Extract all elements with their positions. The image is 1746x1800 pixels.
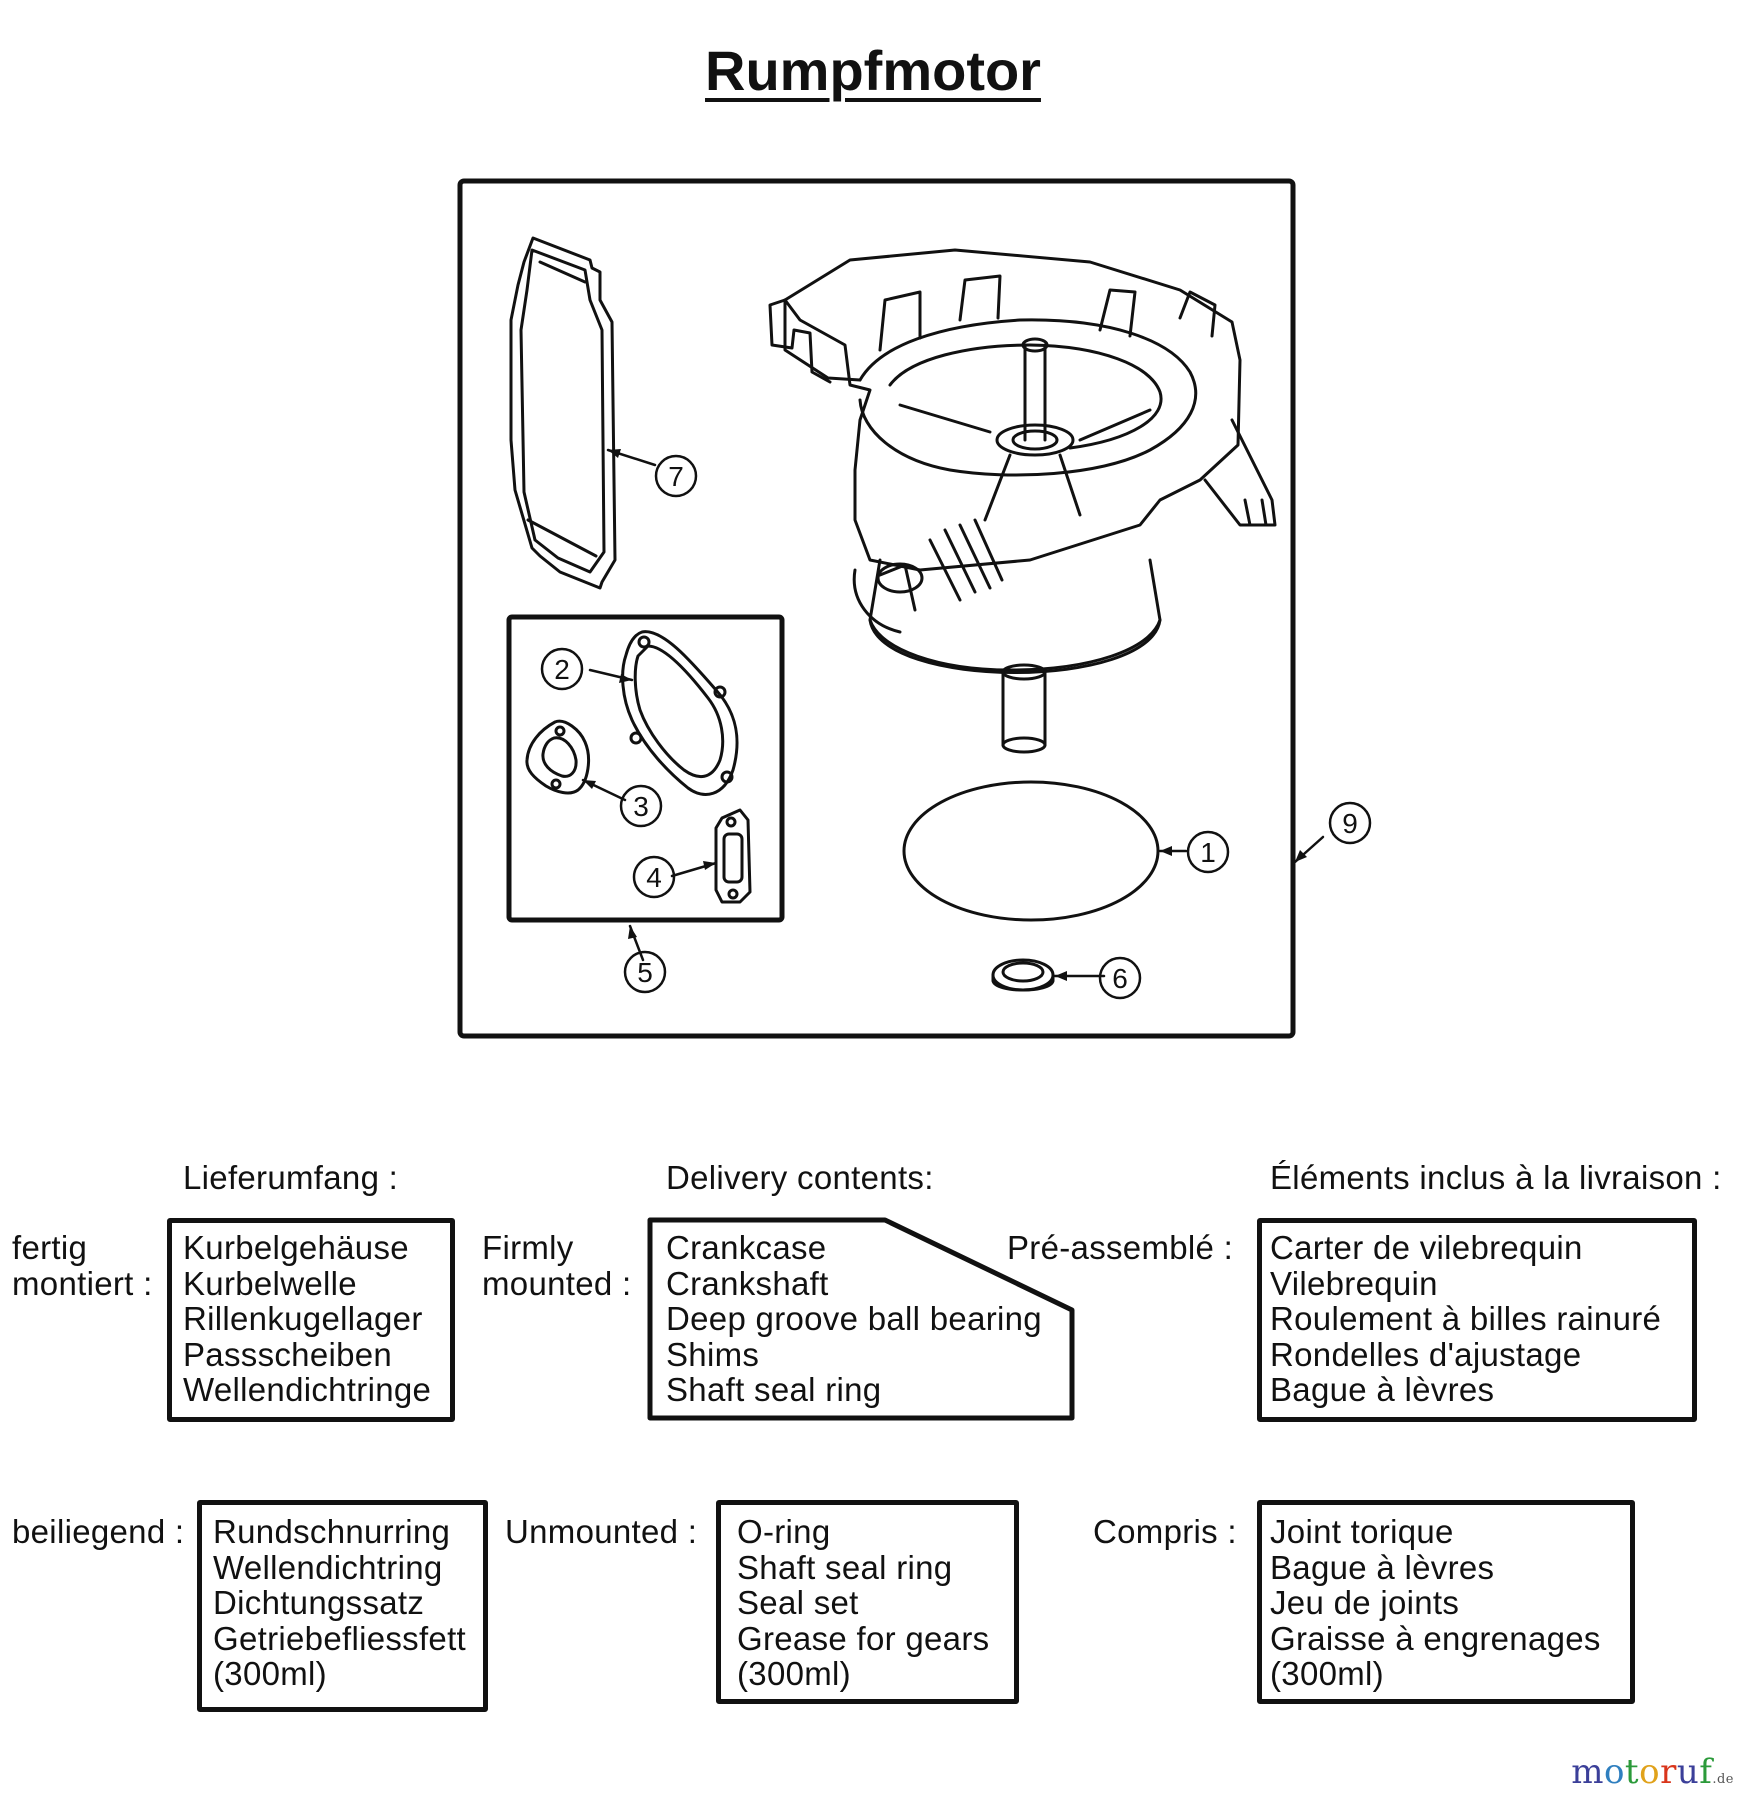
callout-circles: [540, 454, 1372, 1000]
list-item: Rundschnurring: [213, 1513, 451, 1550]
gasket-set-frame: [506, 614, 785, 923]
de-mounted-label: fertig montiert :: [12, 1229, 153, 1302]
en-mounted-list: Crankcase Crankshaft Deep groove ball be…: [666, 1230, 1042, 1408]
callout-1: 1: [1200, 837, 1216, 868]
list-item: Passscheiben: [183, 1335, 393, 1373]
leader-lines: [581, 448, 1325, 978]
fr-mounted-list: Carter de vilebrequin Vilebrequin Roulem…: [1270, 1230, 1661, 1408]
header-de: Lieferumfang :: [183, 1159, 399, 1196]
list-item: Wellendichtring: [213, 1548, 443, 1586]
fr-unmounted-list: Joint torique Bague à lèvres Jeu de join…: [1270, 1514, 1601, 1692]
list-item: Wellendichtringe: [183, 1371, 432, 1408]
list-item: Roulement à billes rainuré: [1270, 1300, 1662, 1337]
shield-part-7: [509, 236, 617, 590]
list-item: (300ml): [213, 1655, 327, 1692]
list-item: Dichtungssatz: [213, 1584, 425, 1621]
list-item: (300ml): [737, 1655, 851, 1692]
list-item: Grease for gears: [737, 1619, 990, 1657]
list-item: Shaft seal ring: [666, 1371, 882, 1408]
list-item: Crankcase: [666, 1229, 827, 1266]
callout-2: 2: [554, 654, 570, 685]
seal-ring-part-6: [991, 958, 1055, 992]
brand-logo: motoruf.de: [1571, 1752, 1734, 1792]
list-item: Kurbelgehäuse: [183, 1229, 409, 1266]
gasket-part-2: [621, 630, 739, 796]
page-title: Rumpfmotor: [705, 39, 1041, 102]
crankcase-part-9: [768, 248, 1277, 754]
callout-7: 7: [668, 461, 684, 492]
de-unmounted-list: Rundschnurring Wellendichtring Dichtungs…: [213, 1514, 466, 1692]
list-item: O-ring: [737, 1513, 831, 1550]
callout-4: 4: [646, 862, 662, 893]
header-en: Delivery contents:: [666, 1159, 934, 1196]
list-item: Rillenkugellager: [183, 1300, 423, 1337]
list-item: Vilebrequin: [1270, 1264, 1438, 1302]
en-unmounted-label: Unmounted :: [505, 1513, 698, 1550]
de-mounted-list: Kurbelgehäuse Kurbelwelle Rillenkugellag…: [183, 1230, 431, 1408]
callout-3: 3: [633, 791, 649, 822]
en-unmounted-list: O-ring Shaft seal ring Seal set Grease f…: [737, 1514, 989, 1692]
list-item: Carter de vilebrequin: [1270, 1229, 1583, 1266]
de-unmounted-label: beiliegend :: [12, 1513, 185, 1550]
en-mounted-box: [647, 1217, 1075, 1421]
list-item: Kurbelwelle: [183, 1264, 357, 1302]
header-fr: Éléments inclus à la livraison :: [1270, 1159, 1722, 1196]
list-item: Deep groove ball bearing: [666, 1300, 1042, 1337]
list-item: (300ml): [1270, 1655, 1384, 1692]
gasket-part-4: [714, 808, 752, 904]
list-item: Shims: [666, 1335, 760, 1373]
list-item: Joint torique: [1270, 1513, 1454, 1550]
list-item: Bague à lèvres: [1270, 1371, 1495, 1408]
o-ring-part-1: [902, 780, 1160, 922]
de-mounted-box: [167, 1218, 455, 1422]
callout-5: 5: [637, 957, 653, 988]
en-mounted-label: Firmly mounted :: [482, 1229, 632, 1302]
fr-mounted-label: Pré-assemblé :: [1007, 1229, 1234, 1266]
list-item: Getriebefliessfett: [213, 1619, 467, 1657]
fr-unmounted-label: Compris :: [1093, 1513, 1237, 1550]
list-item: Graisse à engrenages: [1270, 1619, 1601, 1657]
list-item: Rondelles d'ajustage: [1270, 1335, 1582, 1373]
list-item: Shaft seal ring: [737, 1548, 953, 1586]
en-unmounted-box: [716, 1500, 1019, 1704]
leader-arrowheads: [583, 449, 1307, 981]
list-item: Bague à lèvres: [1270, 1548, 1495, 1586]
de-unmounted-box: [197, 1500, 488, 1712]
kit-frame: [457, 178, 1296, 1039]
gasket-part-3: [525, 719, 590, 795]
list-item: Crankshaft: [666, 1264, 829, 1302]
fr-mounted-box: [1257, 1218, 1697, 1422]
list-item: Jeu de joints: [1270, 1584, 1460, 1621]
fr-unmounted-box: [1257, 1500, 1635, 1704]
callout-9: 9: [1342, 808, 1358, 839]
list-item: Seal set: [737, 1584, 859, 1621]
callout-6: 6: [1112, 963, 1128, 994]
